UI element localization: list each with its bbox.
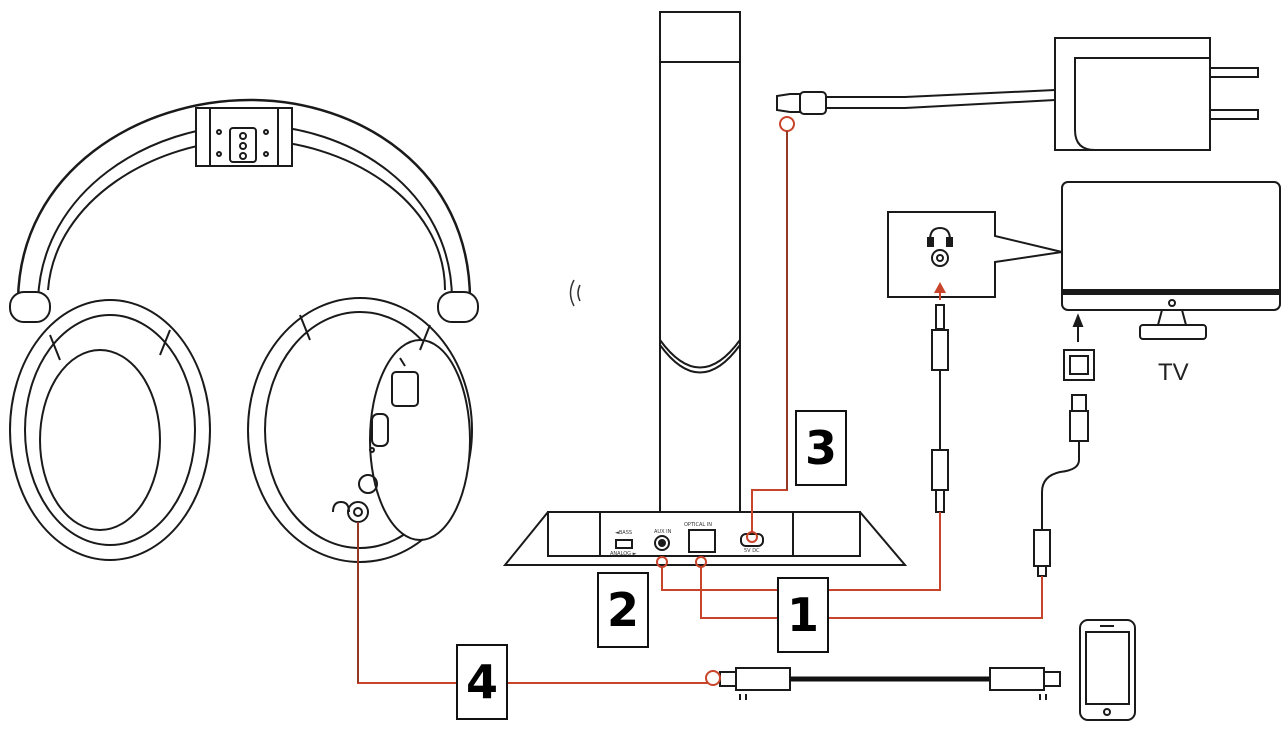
wireless-signal-icon xyxy=(569,279,581,307)
step-3-label: 3 xyxy=(804,421,837,475)
switch-top-label: ◄BASS xyxy=(615,530,632,536)
step-1-box: 1 xyxy=(777,577,829,653)
optical-port-icon xyxy=(1063,313,1095,381)
switch-bottom-label: ANALOG ► xyxy=(610,551,637,557)
aux-in-label: AUX IN xyxy=(654,529,672,535)
optical-cable-icon xyxy=(1033,394,1089,577)
step-2-box: 2 xyxy=(597,572,649,648)
step-3-box: 3 xyxy=(795,410,847,486)
arrow-up-icon xyxy=(934,282,946,300)
headphone-jack-panel-icon xyxy=(887,211,1063,298)
step-2-label: 2 xyxy=(606,583,639,637)
step-1-label: 1 xyxy=(786,588,819,642)
optical-in-label: OPTICAL IN xyxy=(684,522,712,528)
headphones-icon xyxy=(9,98,479,563)
aux-cable-icon xyxy=(931,304,949,513)
tv-icon xyxy=(1061,181,1281,340)
usb-power-adapter-icon xyxy=(776,37,1259,151)
power-port-label: 5V DC xyxy=(744,548,760,554)
smartphone-icon xyxy=(1079,619,1136,721)
tv-label: TV xyxy=(1158,359,1189,386)
audio-cable-icon xyxy=(719,667,1061,700)
step-4-label: 4 xyxy=(465,655,498,709)
charging-base-icon xyxy=(502,11,908,566)
step-4-box: 4 xyxy=(456,644,508,720)
